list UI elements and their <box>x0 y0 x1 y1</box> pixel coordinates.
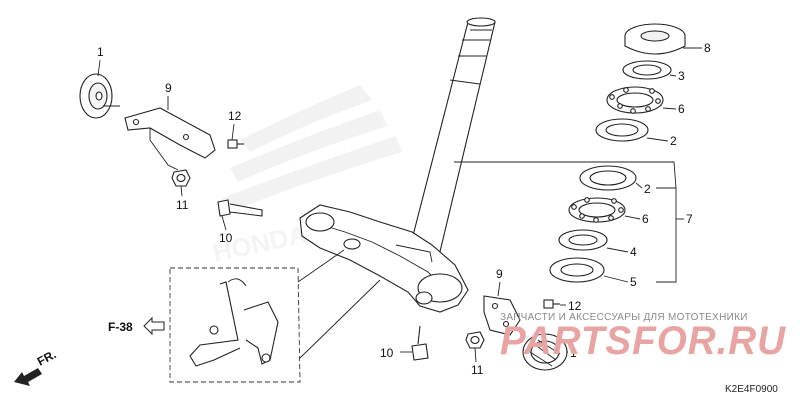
label-9-lower: 9 <box>496 267 503 281</box>
part-bracket-right <box>483 295 521 336</box>
part-nut-upper <box>171 169 191 187</box>
label-11-lower: 11 <box>471 363 484 377</box>
part-bolt-long-upper <box>217 199 263 217</box>
label-12-upper: 12 <box>228 109 242 123</box>
part-seal-upper <box>595 118 649 142</box>
part-dust-seal-lower <box>549 257 605 283</box>
part-race-lower <box>558 229 608 251</box>
part-bearing-upper <box>606 86 664 114</box>
label-6-lower: 6 <box>642 212 649 226</box>
part-bolt-small-lower <box>543 299 560 309</box>
label-9-upper: 9 <box>165 81 172 95</box>
part-steering-stem <box>299 17 496 313</box>
part-stem-nut <box>624 23 686 55</box>
label-2-lower: 2 <box>644 182 651 196</box>
label-2-upper: 2 <box>670 134 677 148</box>
label-1-lower: 1 <box>570 346 577 360</box>
watermark-tagline: ЗАПЧАСТИ И АКСЕССУАРЫ ДЛЯ МОТОТЕХНИКИ <box>500 312 748 323</box>
leader-lines <box>97 47 702 363</box>
part-bolt-lower <box>411 325 429 361</box>
part-bracket-left <box>124 107 216 171</box>
part-bolt-small-upper <box>227 139 244 149</box>
part-nut-lower <box>465 331 485 349</box>
part-race-upper <box>622 60 672 80</box>
label-4: 4 <box>630 245 637 259</box>
diagram-code: K2E4F0900 <box>725 384 778 395</box>
label-1-upper: 1 <box>97 45 104 59</box>
label-11-upper: 11 <box>176 198 189 212</box>
forward-arrow-icon <box>14 368 42 386</box>
reference-label: F-38 <box>108 320 133 334</box>
inset-box <box>169 267 301 383</box>
label-10-lower: 10 <box>380 346 394 360</box>
reference-f38: F-38 <box>108 316 165 336</box>
watermark-brand: PARTSFOR.RU <box>500 319 786 363</box>
part-bearing-lower <box>568 197 626 223</box>
label-10-upper: 10 <box>219 231 233 245</box>
label-5: 5 <box>630 275 637 289</box>
honda-wing-watermark: HONDA <box>210 85 402 268</box>
part-labels: 1 9 12 11 10 8 3 6 2 2 6 7 4 5 9 12 10 1… <box>97 41 711 377</box>
label-3: 3 <box>678 69 685 83</box>
label-12-lower: 12 <box>568 299 582 313</box>
part-seal-lower <box>579 165 637 191</box>
label-7: 7 <box>686 212 693 226</box>
forward-label: FR. <box>35 347 59 368</box>
part-dust-cover-left <box>79 73 120 119</box>
reference-arrow-icon <box>143 316 165 336</box>
label-8: 8 <box>704 41 711 55</box>
forward-indicator: FR. <box>14 347 58 386</box>
label-6-upper: 6 <box>678 102 685 116</box>
